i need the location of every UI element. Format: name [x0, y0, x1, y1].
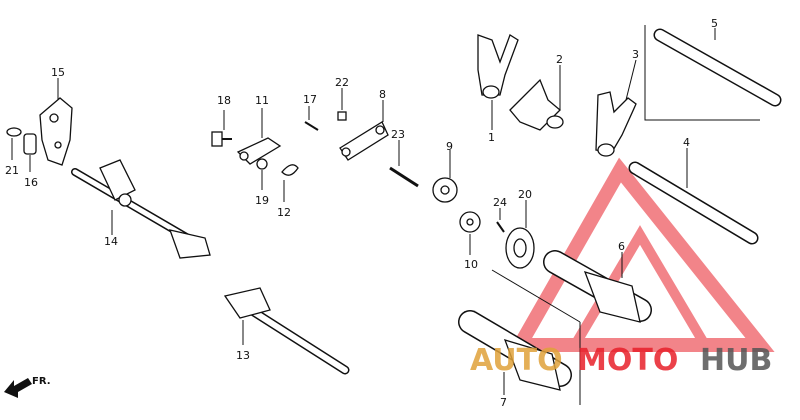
part-8-plate: [339, 100, 389, 161]
front-direction-label: FR.: [32, 376, 51, 387]
callout-12: 12: [277, 206, 291, 219]
part-19-washer: [256, 158, 268, 190]
callout-18: 18: [217, 94, 231, 107]
part-4-fork-shaft: [628, 148, 759, 245]
callout-14: 14: [104, 235, 118, 248]
callout-24: 24: [493, 196, 507, 209]
callout-7: 7: [500, 396, 507, 409]
part-22-bolt: [337, 88, 347, 121]
callout-19: 19: [255, 194, 269, 207]
watermark-part2: MOTO: [577, 343, 678, 378]
callout-17: 17: [303, 93, 317, 106]
part-24-pin: [496, 208, 505, 233]
callout-15: 15: [51, 66, 65, 79]
part-3-shift-fork: [595, 59, 637, 157]
callout-labels: 1 2 3 4 5 6 7 8 9 10 11 12 13 14 15 16 1…: [5, 17, 718, 409]
watermark-part3: HUB: [700, 343, 772, 378]
watermark-text: AUTO MOTO HUB: [470, 343, 772, 378]
callout-8: 8: [379, 88, 386, 101]
part-23-bolt: [389, 140, 419, 188]
part-17-bolt: [304, 106, 319, 131]
part-13-spindle: [223, 287, 350, 375]
callout-4: 4: [683, 136, 690, 149]
part-12-spring: [281, 164, 299, 202]
part-18-bolt: [211, 110, 232, 147]
callout-9: 9: [446, 140, 453, 153]
callout-5: 5: [711, 17, 718, 30]
part-16-spring: [23, 133, 37, 172]
callout-6: 6: [618, 240, 625, 253]
callout-10: 10: [464, 258, 478, 271]
watermark-part1: AUTO: [470, 343, 563, 378]
callout-11: 11: [255, 94, 269, 107]
part-15-plate: [39, 78, 73, 166]
part-2-shift-fork: [509, 65, 564, 131]
part-20-bearing: [505, 200, 535, 269]
callout-16: 16: [24, 176, 38, 189]
part-10-plate: [459, 211, 481, 255]
part-1-shift-fork: [477, 34, 519, 130]
callout-23: 23: [391, 128, 405, 141]
callout-22: 22: [335, 76, 349, 89]
part-6-shift-drum: [543, 250, 652, 323]
callout-1: 1: [488, 131, 495, 144]
part-9-star-cam: [432, 150, 458, 203]
front-direction-arrow-icon: FR.: [4, 376, 51, 398]
callout-13: 13: [236, 349, 250, 362]
callout-3: 3: [632, 48, 639, 61]
callout-2: 2: [556, 53, 563, 66]
part-21-washer: [6, 127, 22, 160]
part-5-fork-shaft: [644, 25, 782, 121]
callout-21: 21: [5, 164, 19, 177]
part-14-shift-spindle: [71, 159, 211, 259]
callout-20: 20: [518, 188, 532, 201]
part-11-stopper-arm: [236, 108, 282, 165]
part-7-shift-drum: [458, 269, 581, 405]
